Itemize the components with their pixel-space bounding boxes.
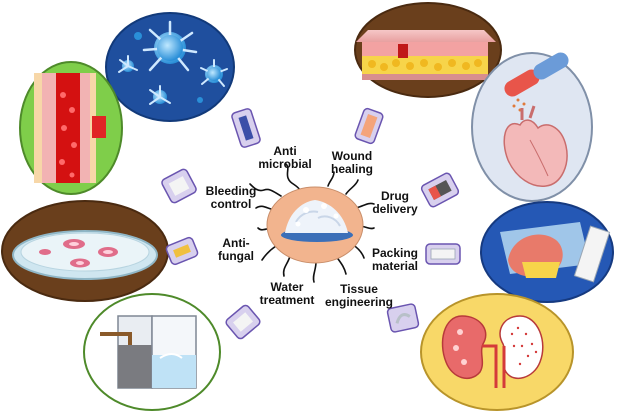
- powder-icon: [281, 200, 353, 242]
- water-treatment-illustration: [83, 293, 221, 411]
- label-bleeding-control: Bleeding control: [205, 184, 257, 211]
- pad-icon: [161, 168, 197, 204]
- petri-dish-icon: [12, 230, 158, 280]
- label-water-treatment: Water treatment: [259, 280, 315, 307]
- central-hub: [249, 163, 375, 283]
- packing-material-illustration: [480, 201, 614, 303]
- microbe-icon: [142, 20, 198, 72]
- pad-icon: [231, 108, 261, 148]
- pad-icon: [425, 243, 461, 265]
- antifungal-illustration: [1, 200, 169, 302]
- label-antimicrobial: Anti microbial: [258, 144, 312, 171]
- pad-icon: [386, 303, 420, 333]
- microbe-icon: [149, 85, 171, 105]
- capsule-icon: [504, 52, 569, 112]
- pad-icon: [420, 172, 460, 208]
- bleeding-control-illustration: [19, 61, 123, 195]
- label-packing-material: Packing material: [371, 246, 419, 273]
- pad-icon: [225, 304, 261, 340]
- tissue-engineering-illustration: [420, 293, 574, 411]
- label-wound-healing: Wound healing: [330, 149, 373, 176]
- label-tissue-engineering: Tissue engineering: [324, 282, 393, 309]
- label-antifungal: Anti- fungal: [218, 236, 254, 263]
- antimicrobial-illustration: [105, 12, 235, 122]
- pad-icon: [165, 236, 199, 266]
- microbe-icon: [118, 55, 138, 73]
- label-drug-delivery: Drug delivery: [372, 189, 418, 216]
- water-tank-icon: [100, 315, 197, 389]
- heart-icon: [503, 105, 568, 187]
- pad-icon: [354, 107, 384, 145]
- microbe-icon: [200, 59, 228, 87]
- wound-healing-illustration: [354, 2, 502, 98]
- drug-delivery-illustration: [471, 52, 593, 202]
- kidney-icon: [441, 315, 544, 388]
